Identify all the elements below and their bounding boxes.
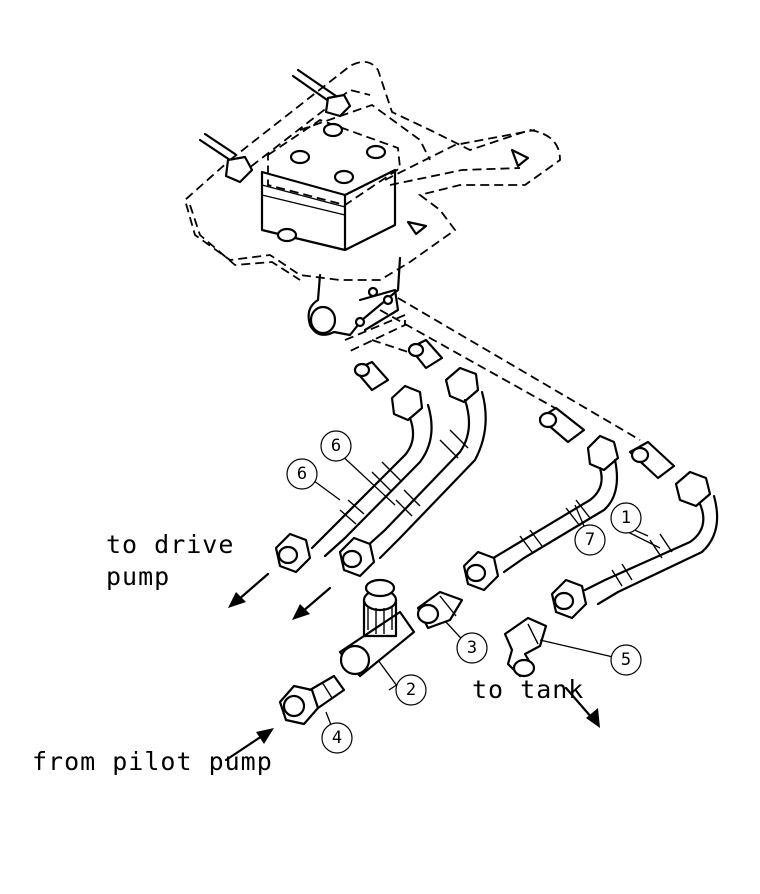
- adapter-fitting-3: [416, 590, 464, 630]
- callout-6-right: 6: [320, 430, 352, 462]
- union-fitting-4: [278, 674, 346, 726]
- callout-1: 1: [610, 502, 642, 534]
- callout-3: 3: [456, 632, 488, 664]
- callout-5: 5: [610, 644, 642, 676]
- svg-text:5: 5: [621, 650, 631, 670]
- flow-arrow-drive-1: [228, 572, 270, 608]
- hose-assembly-1: [550, 440, 719, 620]
- label-to-drive: to drive: [106, 530, 234, 559]
- hose-assembly-6-right: [338, 338, 487, 578]
- label-from-pilot-pump: from pilot pump: [32, 747, 273, 776]
- callout-7: 7: [574, 524, 606, 556]
- check-valve-2: [338, 578, 416, 678]
- label-pump: pump: [106, 562, 170, 591]
- callout-2: 2: [395, 674, 427, 706]
- svg-text:1: 1: [621, 508, 631, 528]
- svg-text:6: 6: [331, 436, 341, 456]
- flow-arrow-pilot: [224, 728, 274, 762]
- label-to-tank: to tank: [472, 675, 584, 704]
- svg-text:2: 2: [406, 680, 416, 700]
- port-alignment-lines: [344, 297, 641, 441]
- svg-text:4: 4: [332, 728, 342, 748]
- svg-text:3: 3: [467, 638, 477, 658]
- svg-text:6: 6: [297, 464, 307, 484]
- callout-6-left: 6: [286, 458, 318, 490]
- elbow-fitting-5: [503, 616, 548, 678]
- callout-4: 4: [321, 722, 353, 754]
- flow-arrow-drive-2: [292, 586, 332, 620]
- hose-assembly-7: [462, 406, 620, 592]
- mounting-bracket: [183, 60, 561, 337]
- hose-assembly-6-left: [274, 360, 433, 574]
- svg-text:7: 7: [585, 530, 595, 550]
- flow-arrow-tank: [564, 686, 600, 728]
